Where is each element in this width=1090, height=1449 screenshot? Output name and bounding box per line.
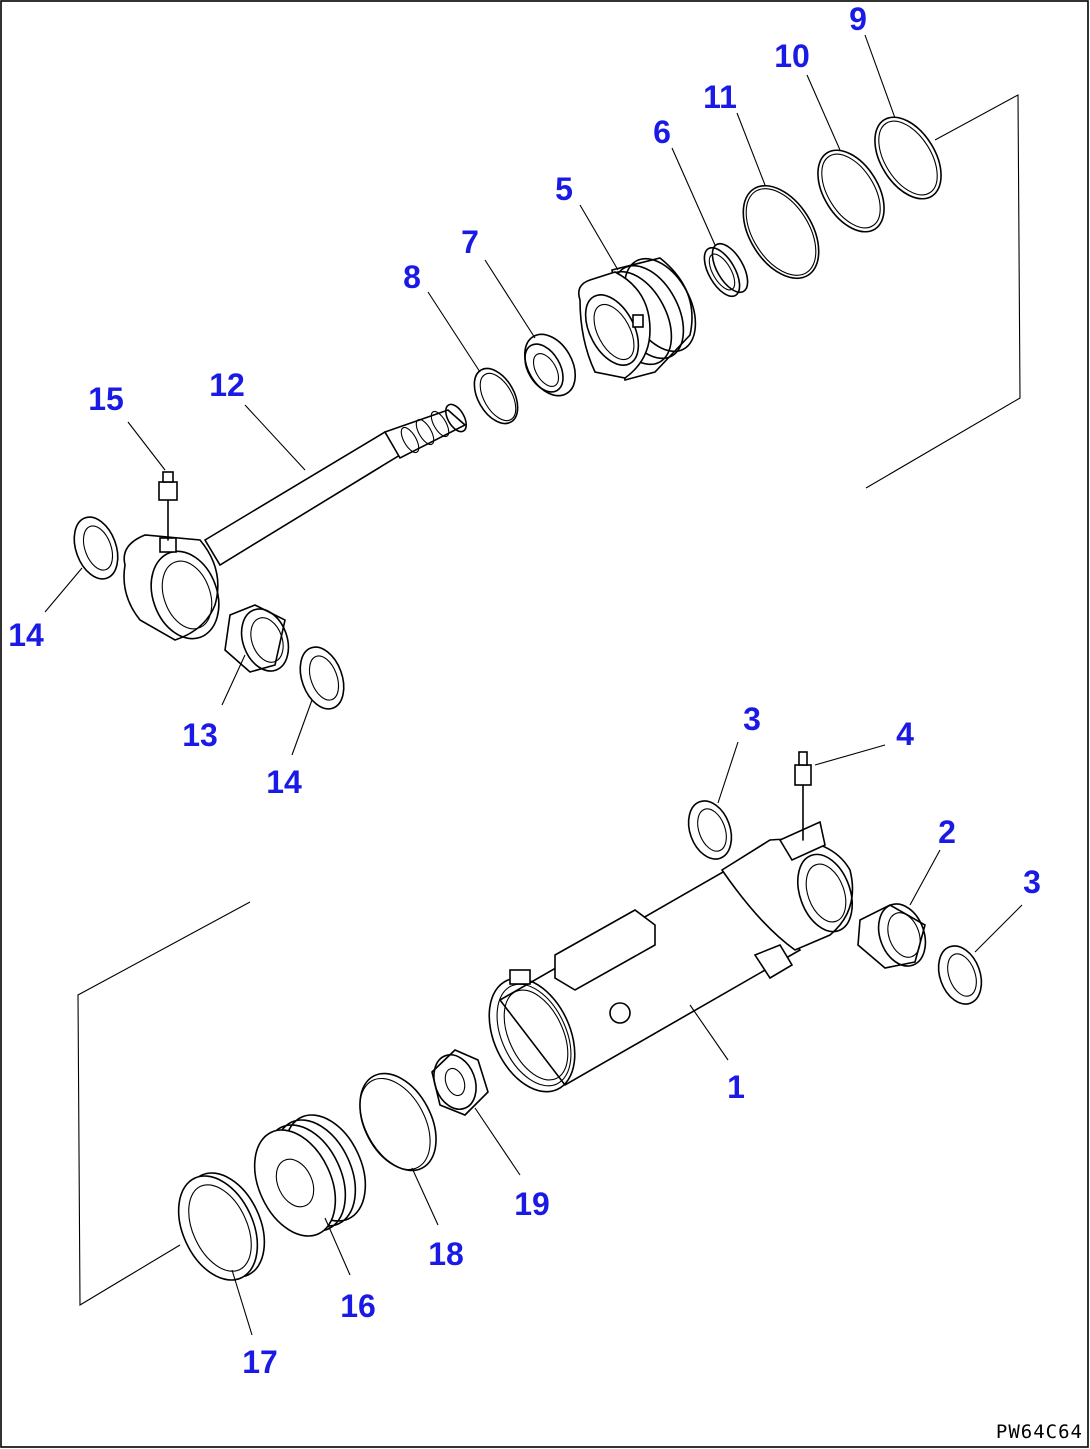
callout-12: 12 bbox=[209, 367, 245, 403]
callout-19: 19 bbox=[514, 1186, 550, 1222]
part-1-cylinder-tube bbox=[488, 820, 854, 1093]
callout-11: 11 bbox=[703, 79, 737, 115]
part-12-piston-rod bbox=[123, 403, 468, 641]
part-17-piston-ring bbox=[177, 1172, 266, 1281]
callout-17: 17 bbox=[242, 1344, 278, 1380]
upper-bracket-lines bbox=[865, 94, 1021, 489]
part-13-bushing bbox=[224, 604, 290, 673]
leader-lines bbox=[44, 34, 1023, 1336]
part-3-seal-right bbox=[937, 945, 983, 1005]
part-9-ring bbox=[874, 116, 942, 200]
callout-14-right: 14 bbox=[266, 764, 302, 800]
callout-4: 4 bbox=[896, 716, 914, 752]
lower-bracket-lines bbox=[77, 901, 251, 1306]
callout-9: 9 bbox=[849, 1, 867, 37]
part-4-grease-fitting bbox=[794, 751, 812, 841]
callout-5: 5 bbox=[555, 171, 573, 207]
callout-labels: 1 2 3 3 4 5 6 7 8 9 10 11 12 13 14 14 15… bbox=[8, 1, 1041, 1380]
callout-16: 16 bbox=[340, 1288, 376, 1324]
part-14-seal-right bbox=[299, 646, 345, 710]
part-14-seal-left bbox=[73, 516, 119, 580]
callout-10: 10 bbox=[774, 38, 810, 74]
part-6-bushing bbox=[703, 242, 749, 298]
callout-13: 13 bbox=[182, 717, 218, 753]
drawing-code: PW64C64 bbox=[996, 1421, 1083, 1443]
callout-7: 7 bbox=[461, 224, 479, 260]
part-3-seal-upper bbox=[687, 800, 733, 860]
part-18-wear-ring bbox=[359, 1072, 437, 1172]
callout-18: 18 bbox=[428, 1236, 464, 1272]
part-15-grease-fitting bbox=[158, 471, 178, 541]
callout-15: 15 bbox=[88, 381, 124, 417]
part-5-cylinder-head bbox=[577, 257, 697, 382]
part-16-piston bbox=[253, 1114, 367, 1237]
part-19-nut bbox=[431, 1049, 489, 1116]
callout-6: 6 bbox=[653, 114, 671, 150]
part-10-ring bbox=[817, 149, 885, 233]
part-8-snap-ring bbox=[473, 367, 519, 425]
part-2-bushing bbox=[857, 903, 927, 969]
callout-1: 1 bbox=[727, 1069, 745, 1105]
callout-3-upper: 3 bbox=[743, 701, 761, 737]
callout-2: 2 bbox=[938, 814, 956, 850]
callout-8: 8 bbox=[403, 259, 421, 295]
part-11-ring bbox=[742, 184, 820, 280]
callout-14-left: 14 bbox=[8, 617, 44, 653]
callout-3-right: 3 bbox=[1023, 864, 1041, 900]
